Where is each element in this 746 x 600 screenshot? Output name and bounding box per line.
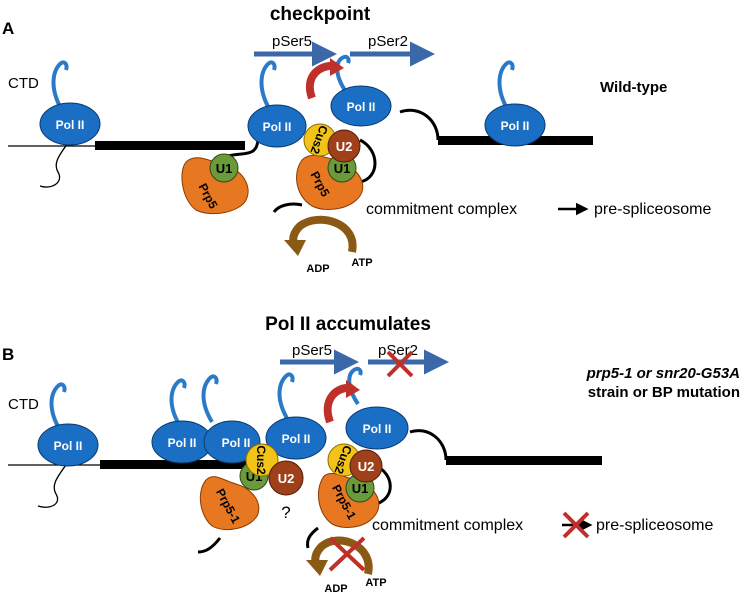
pol-ii: Pol II: [39, 60, 101, 146]
svg-text:Pol II: Pol II: [501, 119, 530, 133]
condition-label: strain or BP mutation: [588, 384, 740, 401]
svg-text:U2: U2: [278, 471, 295, 486]
svg-text:U2: U2: [336, 139, 353, 154]
rna-strand: [272, 202, 303, 213]
rna-strand: [359, 138, 377, 184]
pol-ii: Pol II: [345, 366, 409, 450]
svg-text:U1: U1: [216, 161, 233, 176]
panel-b-letter: B: [2, 345, 14, 364]
rna-strand: [306, 526, 319, 549]
ctd-tail: [49, 382, 67, 432]
u2-snrnp: U2: [349, 449, 383, 483]
svg-text:Pol II: Pol II: [168, 436, 197, 450]
pser5-label: pSer5: [292, 342, 332, 359]
atp-hydrolysis-arrow: [306, 536, 373, 576]
pol-ii: Pol II: [484, 60, 546, 147]
pser2-label: pSer2: [368, 33, 408, 50]
atp-label: ATP: [351, 257, 372, 269]
pser5-label: pSer5: [272, 33, 312, 50]
block-x-icon: [328, 536, 366, 572]
ctd-tail: [335, 54, 351, 94]
commitment-complex-label: commitment complex: [366, 201, 517, 218]
rna-strand: [409, 429, 448, 461]
pol-ii: Pol II: [265, 372, 327, 460]
svg-text:Pol II: Pol II: [54, 439, 83, 453]
pol-ii: Pol II: [330, 54, 392, 127]
pre-spliceosome-label: pre-spliceosome: [594, 201, 711, 218]
u1-snrnp: U1: [209, 153, 239, 183]
svg-text:U2: U2: [358, 459, 375, 474]
pol-ii: Pol II: [37, 382, 99, 467]
rna-strand: [399, 108, 440, 141]
condition-label: prp5-1 or snr20-G53A: [586, 365, 740, 382]
rna-strand: [37, 461, 69, 508]
u2-snrnp: U2: [327, 129, 361, 163]
gene-body: [95, 141, 245, 150]
question-mark: ?: [281, 503, 290, 522]
svg-text:Pol II: Pol II: [263, 120, 292, 134]
recycle-arrow: [306, 58, 344, 100]
svg-text:U1: U1: [352, 481, 369, 496]
commitment-complex-label: commitment complex: [372, 517, 523, 534]
svg-text:Cus2: Cus2: [254, 445, 268, 475]
cus2-factor: Cus2: [245, 443, 279, 477]
ctd-label: CTD: [8, 75, 39, 92]
pser2-arrow: pSer2: [350, 33, 435, 67]
svg-text:Pol II: Pol II: [363, 422, 392, 436]
ctd-tail: [201, 374, 219, 424]
pser2-label: pSer2: [378, 342, 418, 359]
recycle-arrow: [323, 380, 360, 424]
ctd-tail: [169, 378, 187, 428]
gene-body: [100, 460, 268, 469]
pol-ii: Pol II: [201, 374, 261, 464]
adp-label: ADP: [324, 583, 347, 595]
pol-ii: Pol II: [247, 60, 307, 148]
panel-b-title: Pol II accumulates: [265, 314, 431, 335]
ctd-tail: [497, 60, 515, 112]
svg-text:U1: U1: [334, 161, 351, 176]
svg-text:Pol II: Pol II: [347, 100, 376, 114]
pser5-arrow: pSer5: [280, 342, 359, 375]
atp-hydrolysis-arrow: [284, 215, 357, 256]
panel-a-letter: A: [2, 19, 14, 38]
u2-snrnp: U2: [268, 460, 304, 496]
rna-strand: [197, 537, 222, 554]
panel-a-title: checkpoint: [270, 4, 371, 25]
pre-spliceosome-label: pre-spliceosome: [596, 517, 713, 534]
pser5-arrow: pSer5: [254, 33, 337, 67]
atp-label: ATP: [365, 577, 386, 589]
svg-text:Pol II: Pol II: [282, 432, 311, 446]
prp5-factor: Prp5-1: [199, 476, 260, 530]
block-x-icon: [386, 350, 414, 378]
panel-b: B Pol II accumulates CTD pSer5 pSer2 prp…: [2, 314, 740, 595]
svg-text:Pol II: Pol II: [56, 118, 85, 132]
block-x-icon: [562, 511, 590, 539]
ctd-tail: [51, 60, 69, 112]
svg-text:Pol II: Pol II: [222, 436, 251, 450]
rna-strand: [39, 139, 71, 188]
pser2-arrow: pSer2: [368, 342, 449, 378]
adp-label: ADP: [306, 263, 329, 275]
condition-label: Wild-type: [600, 79, 667, 96]
pol-ii: Pol II: [151, 378, 213, 464]
ctd-label: CTD: [8, 396, 39, 413]
ctd-tail: [259, 60, 277, 112]
panel-a: A checkpoint CTD pSer5 pSer2 Wild-type P…: [2, 4, 711, 275]
gene-body: [446, 456, 602, 465]
ctd-tail: [277, 372, 295, 422]
